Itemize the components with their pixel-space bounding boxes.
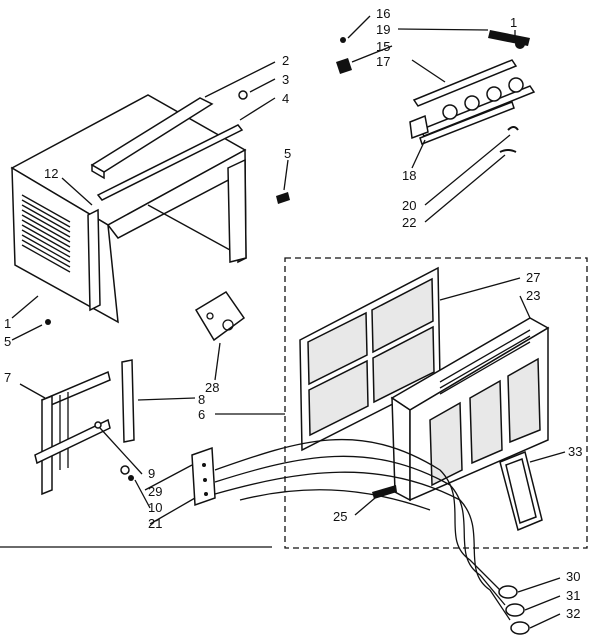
leader-lines [11,15,566,629]
control-plate [191,446,216,507]
callout-31: 31 [566,588,580,603]
top-rail [90,90,290,204]
wire-harness [214,438,530,635]
callout-5-lower: 5 [4,334,11,349]
callout-29: 29 [148,484,162,499]
callout-20: 20 [402,198,416,213]
screw-icon [238,90,248,100]
callout-21: 21 [148,516,162,531]
callout-18: 18 [402,168,416,183]
wire-icon [499,149,517,153]
spring-icon [507,126,519,131]
screw-icon [45,319,51,325]
access-door [499,450,543,532]
screw-icon [128,475,134,481]
cabinet-louvers [21,194,71,273]
callout-5-upper: 5 [284,146,291,161]
callout-10: 10 [148,500,162,515]
clip-icon [336,58,352,74]
callout-8: 8 [198,392,205,407]
screw-icon [94,421,102,429]
front-grille [372,317,550,502]
callout-2: 2 [282,53,289,68]
front-panel-group-box [284,257,588,549]
callout-labels: 16 19 15 1 17 2 3 4 5 12 18 20 22 27 23 … [4,6,582,621]
callout-1-lower: 1 [4,316,11,331]
callout-1-upper: 1 [510,15,517,30]
screw-icon [120,465,130,475]
callout-16: 16 [376,6,390,21]
mounting-bracket [194,290,246,342]
side-curtain [34,319,135,496]
knob-icon [510,621,530,635]
callout-4: 4 [282,91,289,106]
callout-3: 3 [282,72,289,87]
clip-icon [340,37,346,43]
callout-6: 6 [198,407,205,422]
callout-22: 22 [402,215,416,230]
callout-25: 25 [333,509,347,524]
callout-23: 23 [526,288,540,303]
callout-30: 30 [566,569,580,584]
callout-33: 33 [568,444,582,459]
louver-assembly [336,30,536,153]
callout-27: 27 [526,270,540,285]
callout-7: 7 [4,370,11,385]
callout-19: 19 [376,22,390,37]
screw-icon [276,192,290,204]
knob-icon [498,585,518,599]
callout-17: 17 [376,54,390,69]
callout-32: 32 [566,606,580,621]
cabinet [10,94,247,324]
callout-28: 28 [205,380,219,395]
callout-12: 12 [44,166,58,181]
callout-9: 9 [148,466,155,481]
callout-15: 15 [376,39,390,54]
air-filter [299,266,441,452]
knob-icon [505,603,525,617]
